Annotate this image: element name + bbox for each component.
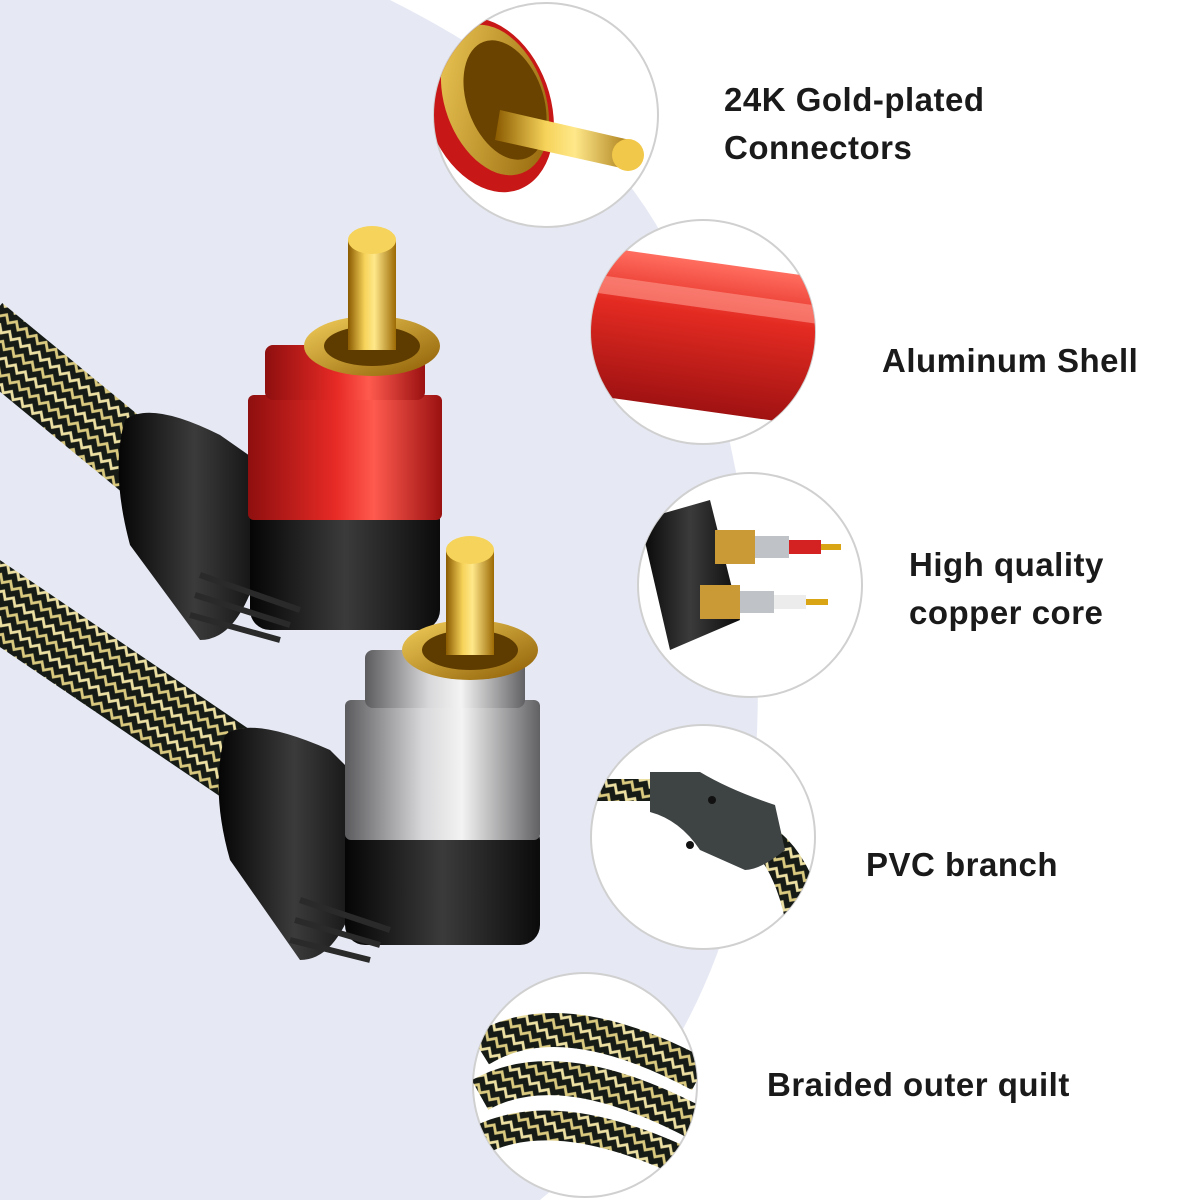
gold-connector-detail-circle: [433, 2, 659, 228]
feature-label-pvc-branch: PVC branch: [866, 846, 1059, 883]
aluminum-shell-detail-circle: [590, 219, 816, 445]
feature-label-aluminum-shell: Aluminum Shell: [882, 342, 1139, 379]
braided-quilt-detail-circle: [472, 972, 698, 1198]
pvc-branch-detail-circle: [590, 724, 816, 950]
red-rca-connector: [0, 226, 442, 643]
copper-core-detail-circle: [637, 472, 863, 698]
feature-label-copper-core: High quality copper core: [909, 546, 1104, 631]
silver-rca-connector: [0, 536, 540, 963]
feature-label-braided-quilt: Braided outer quilt: [767, 1066, 1070, 1103]
feature-label-gold-connectors: 24K Gold-plated Connectors: [724, 81, 985, 166]
